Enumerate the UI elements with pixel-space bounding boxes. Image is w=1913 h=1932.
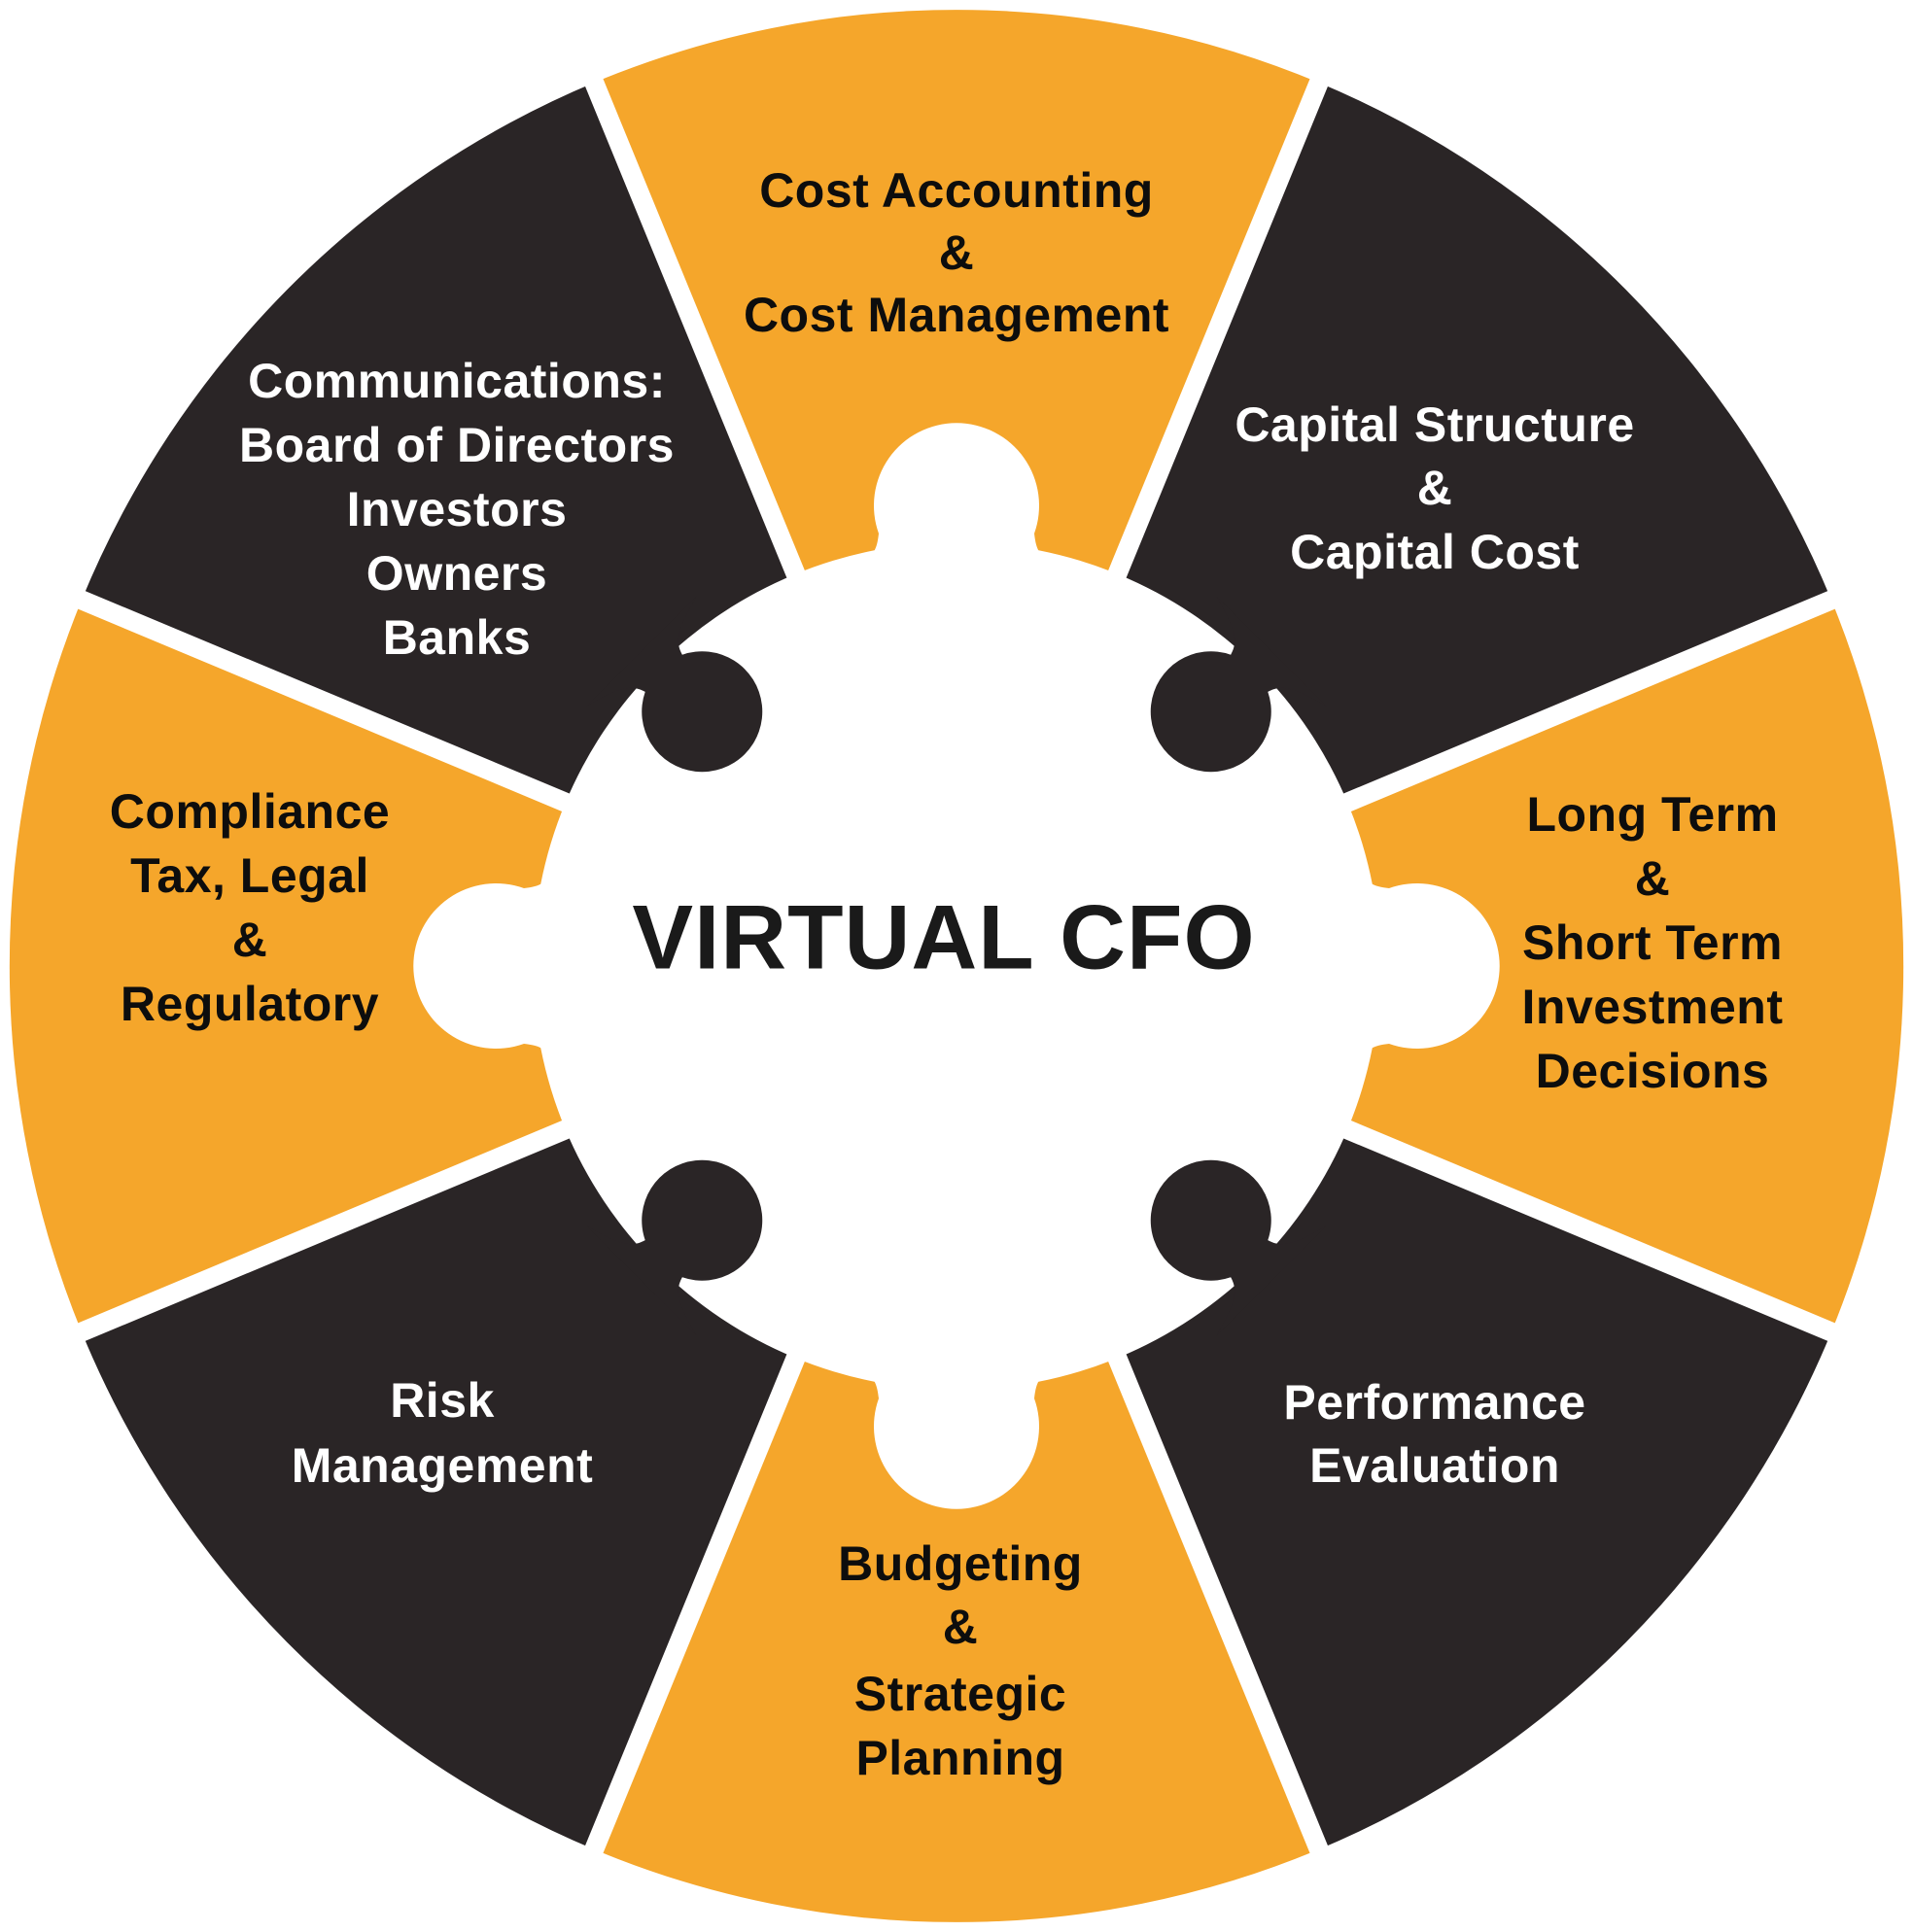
label-line: Investors	[347, 482, 568, 536]
label-line: Cost Accounting	[759, 163, 1154, 218]
label-line: &	[939, 225, 975, 280]
label-line: &	[232, 913, 268, 967]
label-line: &	[1417, 461, 1453, 515]
label-line: Risk	[390, 1373, 495, 1428]
label-line: Management	[292, 1438, 594, 1493]
label-line: Evaluation	[1309, 1438, 1560, 1493]
label-line: Capital Structure	[1235, 397, 1634, 452]
label-line: Investment	[1522, 980, 1784, 1034]
white-puzzle-tabs	[413, 423, 1500, 1509]
segment-performance-evaluation-label: Performance Evaluation	[1283, 1375, 1585, 1493]
label-line: Capital Cost	[1290, 525, 1580, 579]
label-line: &	[1635, 851, 1671, 906]
segment-cost-accounting-label: Cost Accounting & Cost Management	[744, 163, 1169, 342]
label-line: Cost Management	[744, 288, 1169, 342]
label-line: Tax, Legal	[130, 848, 369, 903]
label-line: Budgeting	[838, 1536, 1083, 1591]
label-line: Board of Directors	[239, 418, 675, 472]
label-line: Banks	[383, 610, 532, 665]
puzzle-knob-bottom-right-icon	[1150, 1159, 1327, 1336]
label-line: Regulatory	[121, 977, 379, 1031]
puzzle-tab-bottom-icon	[850, 1366, 1063, 1509]
label-line: Strategic	[854, 1667, 1066, 1721]
segment-compliance-label: Compliance Tax, Legal & Regulatory	[110, 784, 390, 1031]
center-title-group: VIRTUAL CFO	[632, 886, 1255, 988]
puzzle-knob-top-left-icon	[586, 596, 763, 773]
label-line: Planning	[855, 1731, 1064, 1785]
label-line: &	[943, 1600, 979, 1654]
label-line: Performance	[1283, 1375, 1585, 1430]
segment-budgeting-label: Budgeting & Strategic Planning	[838, 1536, 1083, 1785]
puzzle-knob-top-right-icon	[1150, 596, 1327, 773]
segment-investment-decisions-label: Long Term & Short Term Investment Decisi…	[1522, 787, 1784, 1098]
black-puzzle-knobs	[586, 596, 1327, 1336]
center-title: VIRTUAL CFO	[632, 886, 1255, 988]
segment-communications-label: Communications: Board of Directors Inves…	[239, 354, 675, 665]
label-line: Compliance	[110, 784, 390, 839]
puzzle-knob-bottom-left-icon	[586, 1159, 763, 1336]
segment-capital-structure-label: Capital Structure & Capital Cost	[1235, 397, 1634, 579]
label-line: Decisions	[1536, 1044, 1770, 1098]
puzzle-tab-right-icon	[1357, 859, 1500, 1073]
puzzle-tab-left-icon	[413, 859, 556, 1073]
puzzle-tab-top-icon	[850, 423, 1063, 566]
label-line: Long Term	[1526, 787, 1778, 842]
label-line: Owners	[366, 546, 547, 601]
label-line: Short Term	[1522, 915, 1783, 970]
label-line: Communications:	[248, 354, 666, 408]
segment-risk-management-label: Risk Management	[292, 1373, 594, 1493]
